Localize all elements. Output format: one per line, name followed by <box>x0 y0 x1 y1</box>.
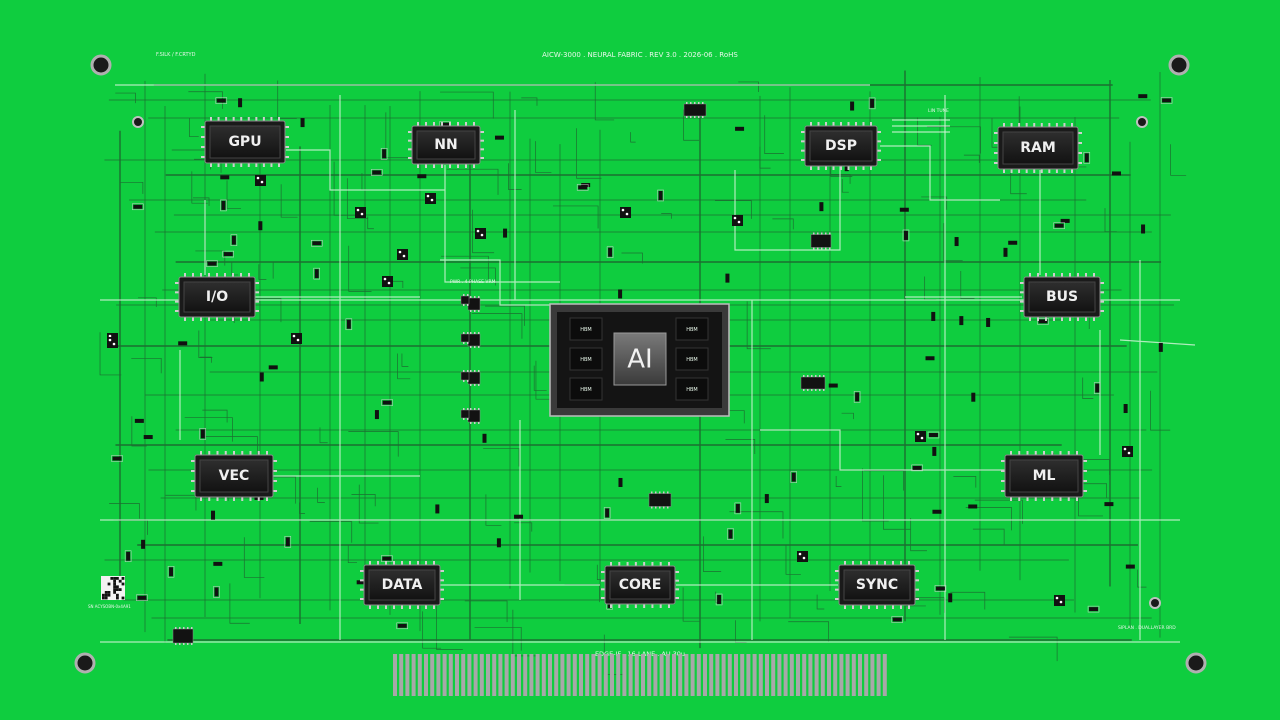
chip-ml[interactable]: ML <box>1001 451 1087 501</box>
board-header: AICW-3000 . NEURAL FABRIC . REV 3.0 . 20… <box>542 51 738 59</box>
via-hole-1 <box>132 116 144 128</box>
corner-label: F.SILK / F.CRTYD <box>156 52 196 58</box>
hbm-label-2: HBM <box>580 357 592 363</box>
ai-core-die <box>613 332 667 386</box>
hbm-stacks: HBM HBM HBM HBM HBM HBM <box>569 317 709 401</box>
chip-vec-label: VEC <box>219 468 250 484</box>
chip-nn[interactable]: NN <box>408 122 484 168</box>
chip-gpu-label: GPU <box>228 134 261 150</box>
chip-core-label: CORE <box>619 577 662 593</box>
bottom-right-label: SIPLAN . DUALLAYER BRD <box>1118 625 1176 631</box>
chip-ram-label: RAM <box>1020 140 1056 156</box>
chip-die <box>843 569 911 601</box>
mounting-holes <box>74 54 1207 674</box>
chip-die <box>199 459 269 493</box>
chip-core[interactable]: CORE <box>601 562 679 608</box>
chip-data-label: DATA <box>382 577 423 593</box>
chip-bus[interactable]: BUS <box>1020 273 1104 321</box>
chip-die <box>1002 131 1074 165</box>
chip-dsp-label: DSP <box>825 138 857 154</box>
chip-sync-label: SYNC <box>856 577 898 593</box>
chip-pins <box>835 561 919 609</box>
chip-die <box>368 569 436 601</box>
mount-hole-tl <box>90 54 112 76</box>
chip-sync[interactable]: SYNC <box>835 561 919 609</box>
chip-bus-label: BUS <box>1046 289 1078 305</box>
vrm-label: PWR . 4-PHASE VRM <box>450 279 496 285</box>
chip-ml-label: ML <box>1033 468 1056 484</box>
antenna-trace-icon <box>892 119 950 133</box>
chip-data[interactable]: DATA <box>360 561 444 609</box>
antenna-label: LIN TUNE <box>928 108 949 114</box>
chip-io[interactable]: I/O <box>175 273 259 321</box>
chip-die <box>1028 281 1096 313</box>
chip-nn-label: NN <box>434 137 457 153</box>
ai-processor[interactable]: HBM HBM HBM HBM HBM HBM AI <box>549 303 730 417</box>
chip-die <box>609 570 671 600</box>
chip-dsp[interactable]: DSP <box>801 122 881 170</box>
chip-gpu[interactable]: GPU <box>201 117 289 167</box>
chip-pins <box>408 122 484 168</box>
bright-trace-network <box>100 84 1196 643</box>
chip-die <box>209 125 281 159</box>
chip-pins <box>201 117 289 167</box>
chip-vec[interactable]: VEC <box>191 451 277 501</box>
chip-ram[interactable]: RAM <box>994 123 1082 173</box>
chip-pins <box>601 562 679 608</box>
hbm-label-6: HBM <box>686 387 698 393</box>
chip-die <box>416 130 476 160</box>
chip-pins <box>360 561 444 609</box>
edge-label: EDGE-IF . 16-LANE . AU 30u <box>595 650 685 658</box>
chip-io-label: I/O <box>206 289 228 305</box>
chip-pins <box>175 273 259 321</box>
chip-pins <box>994 123 1082 173</box>
mount-hole-tr <box>1168 54 1190 76</box>
qr-label: SN ACYSOBN-0x4A91 <box>88 604 131 609</box>
chip-pins <box>801 122 881 170</box>
chip-pins <box>1001 451 1087 501</box>
hbm-label-3: HBM <box>580 387 592 393</box>
chip-die <box>1009 459 1079 493</box>
hbm-label-4: HBM <box>686 327 698 333</box>
via-hole-2 <box>1136 116 1148 128</box>
mount-hole-bl <box>74 652 96 674</box>
chip-pins <box>1020 273 1104 321</box>
hbm-label-1: HBM <box>580 327 592 333</box>
chip-die <box>809 130 873 162</box>
hbm-label-5: HBM <box>686 357 698 363</box>
chip-layer: GPU NN DSP RAM I/O BUS VEC ML DATA CORE <box>175 117 1104 609</box>
mount-hole-br <box>1185 652 1207 674</box>
via-hole-3 <box>1149 597 1161 609</box>
ai-core-label: AI <box>627 345 652 375</box>
chip-die <box>183 281 251 313</box>
edge-connector <box>393 654 887 696</box>
chip-pins <box>191 451 277 501</box>
qr-code-icon <box>101 576 125 600</box>
